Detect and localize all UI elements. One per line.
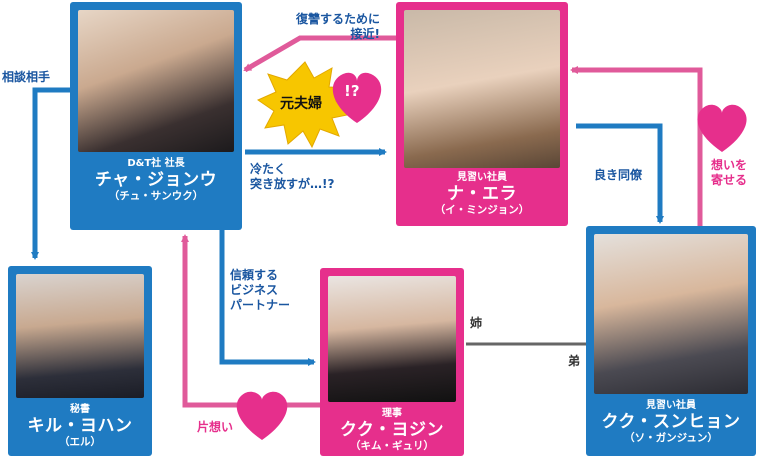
kuk-seunghyun-role: 見習い社員 (646, 400, 696, 411)
na-actor: （イ・ミンジョン） (434, 204, 530, 216)
na-role: 見習い社員 (457, 172, 507, 183)
revenge-label: 復讐するために 接近! (296, 12, 381, 41)
cha-role: D&T社 社長 (127, 158, 185, 169)
unrequited-label: 片想い (197, 420, 234, 434)
kil-actor: （エル） (59, 436, 101, 448)
heart-ex-couple-icon (332, 72, 382, 123)
kil-role: 秘書 (70, 404, 90, 415)
good-colleague-label: 良き同僚 (594, 168, 643, 182)
photo-na-era (404, 10, 560, 168)
heart-feelings-icon (697, 104, 747, 152)
na-name: ナ・エラ (447, 184, 517, 204)
kuk-seunghyun-actor: （ソ・ガンジュン） (624, 432, 718, 444)
arrow-consult (31, 87, 70, 260)
brother-label: 弟 (568, 354, 581, 368)
cha-actor: （チュ・サンウク） (108, 190, 204, 202)
arrow-good-colleague (576, 123, 664, 224)
cold-label: 冷たく 突き放すが…!? (250, 162, 335, 191)
sister-label: 姉 (470, 316, 483, 330)
cha-name: チャ・ジョンウ (94, 170, 218, 190)
kil-name: キル・ヨハン (27, 416, 133, 436)
photo-kuk-yojin (328, 276, 456, 402)
kuk-seunghyun-name: クク・スンヒョン (601, 412, 741, 432)
trust-label: 信頼する ビジネス パートナー (230, 268, 291, 312)
consult-label: 相談相手 (2, 70, 51, 84)
card-cha-jeongwoo: D&T社 社長 チャ・ジョンウ （チュ・サンウク） (70, 2, 242, 230)
kuk-yojin-name: クク・ヨジン (340, 420, 444, 440)
arrow-feelings (570, 66, 703, 226)
photo-kuk-seunghyun (594, 234, 748, 394)
arrow-trust (219, 228, 316, 366)
ex-couple-mark: !? (344, 82, 360, 100)
kuk-yojin-role: 理事 (382, 408, 402, 419)
card-kuk-seunghyun: 見習い社員 クク・スンヒョン （ソ・ガンジュン） (586, 226, 756, 456)
kuk-yojin-actor: （キム・ギュリ） (350, 440, 434, 452)
arrow-unrequited (181, 234, 320, 408)
ex-couple-label: 元夫婦 (280, 96, 322, 112)
card-na-era: 見習い社員 ナ・エラ （イ・ミンジョン） (396, 2, 568, 226)
heart-unrequited-icon (236, 391, 288, 440)
photo-kil-yohan (16, 274, 144, 398)
photo-cha-jeongwoo (78, 10, 234, 152)
card-kil-yohan: 秘書 キル・ヨハン （エル） (8, 266, 152, 456)
card-kuk-yojin: 理事 クク・ヨジン （キム・ギュリ） (320, 268, 464, 456)
feelings-label: 想いを 寄せる (711, 158, 748, 187)
arrow-revenge (243, 35, 396, 73)
